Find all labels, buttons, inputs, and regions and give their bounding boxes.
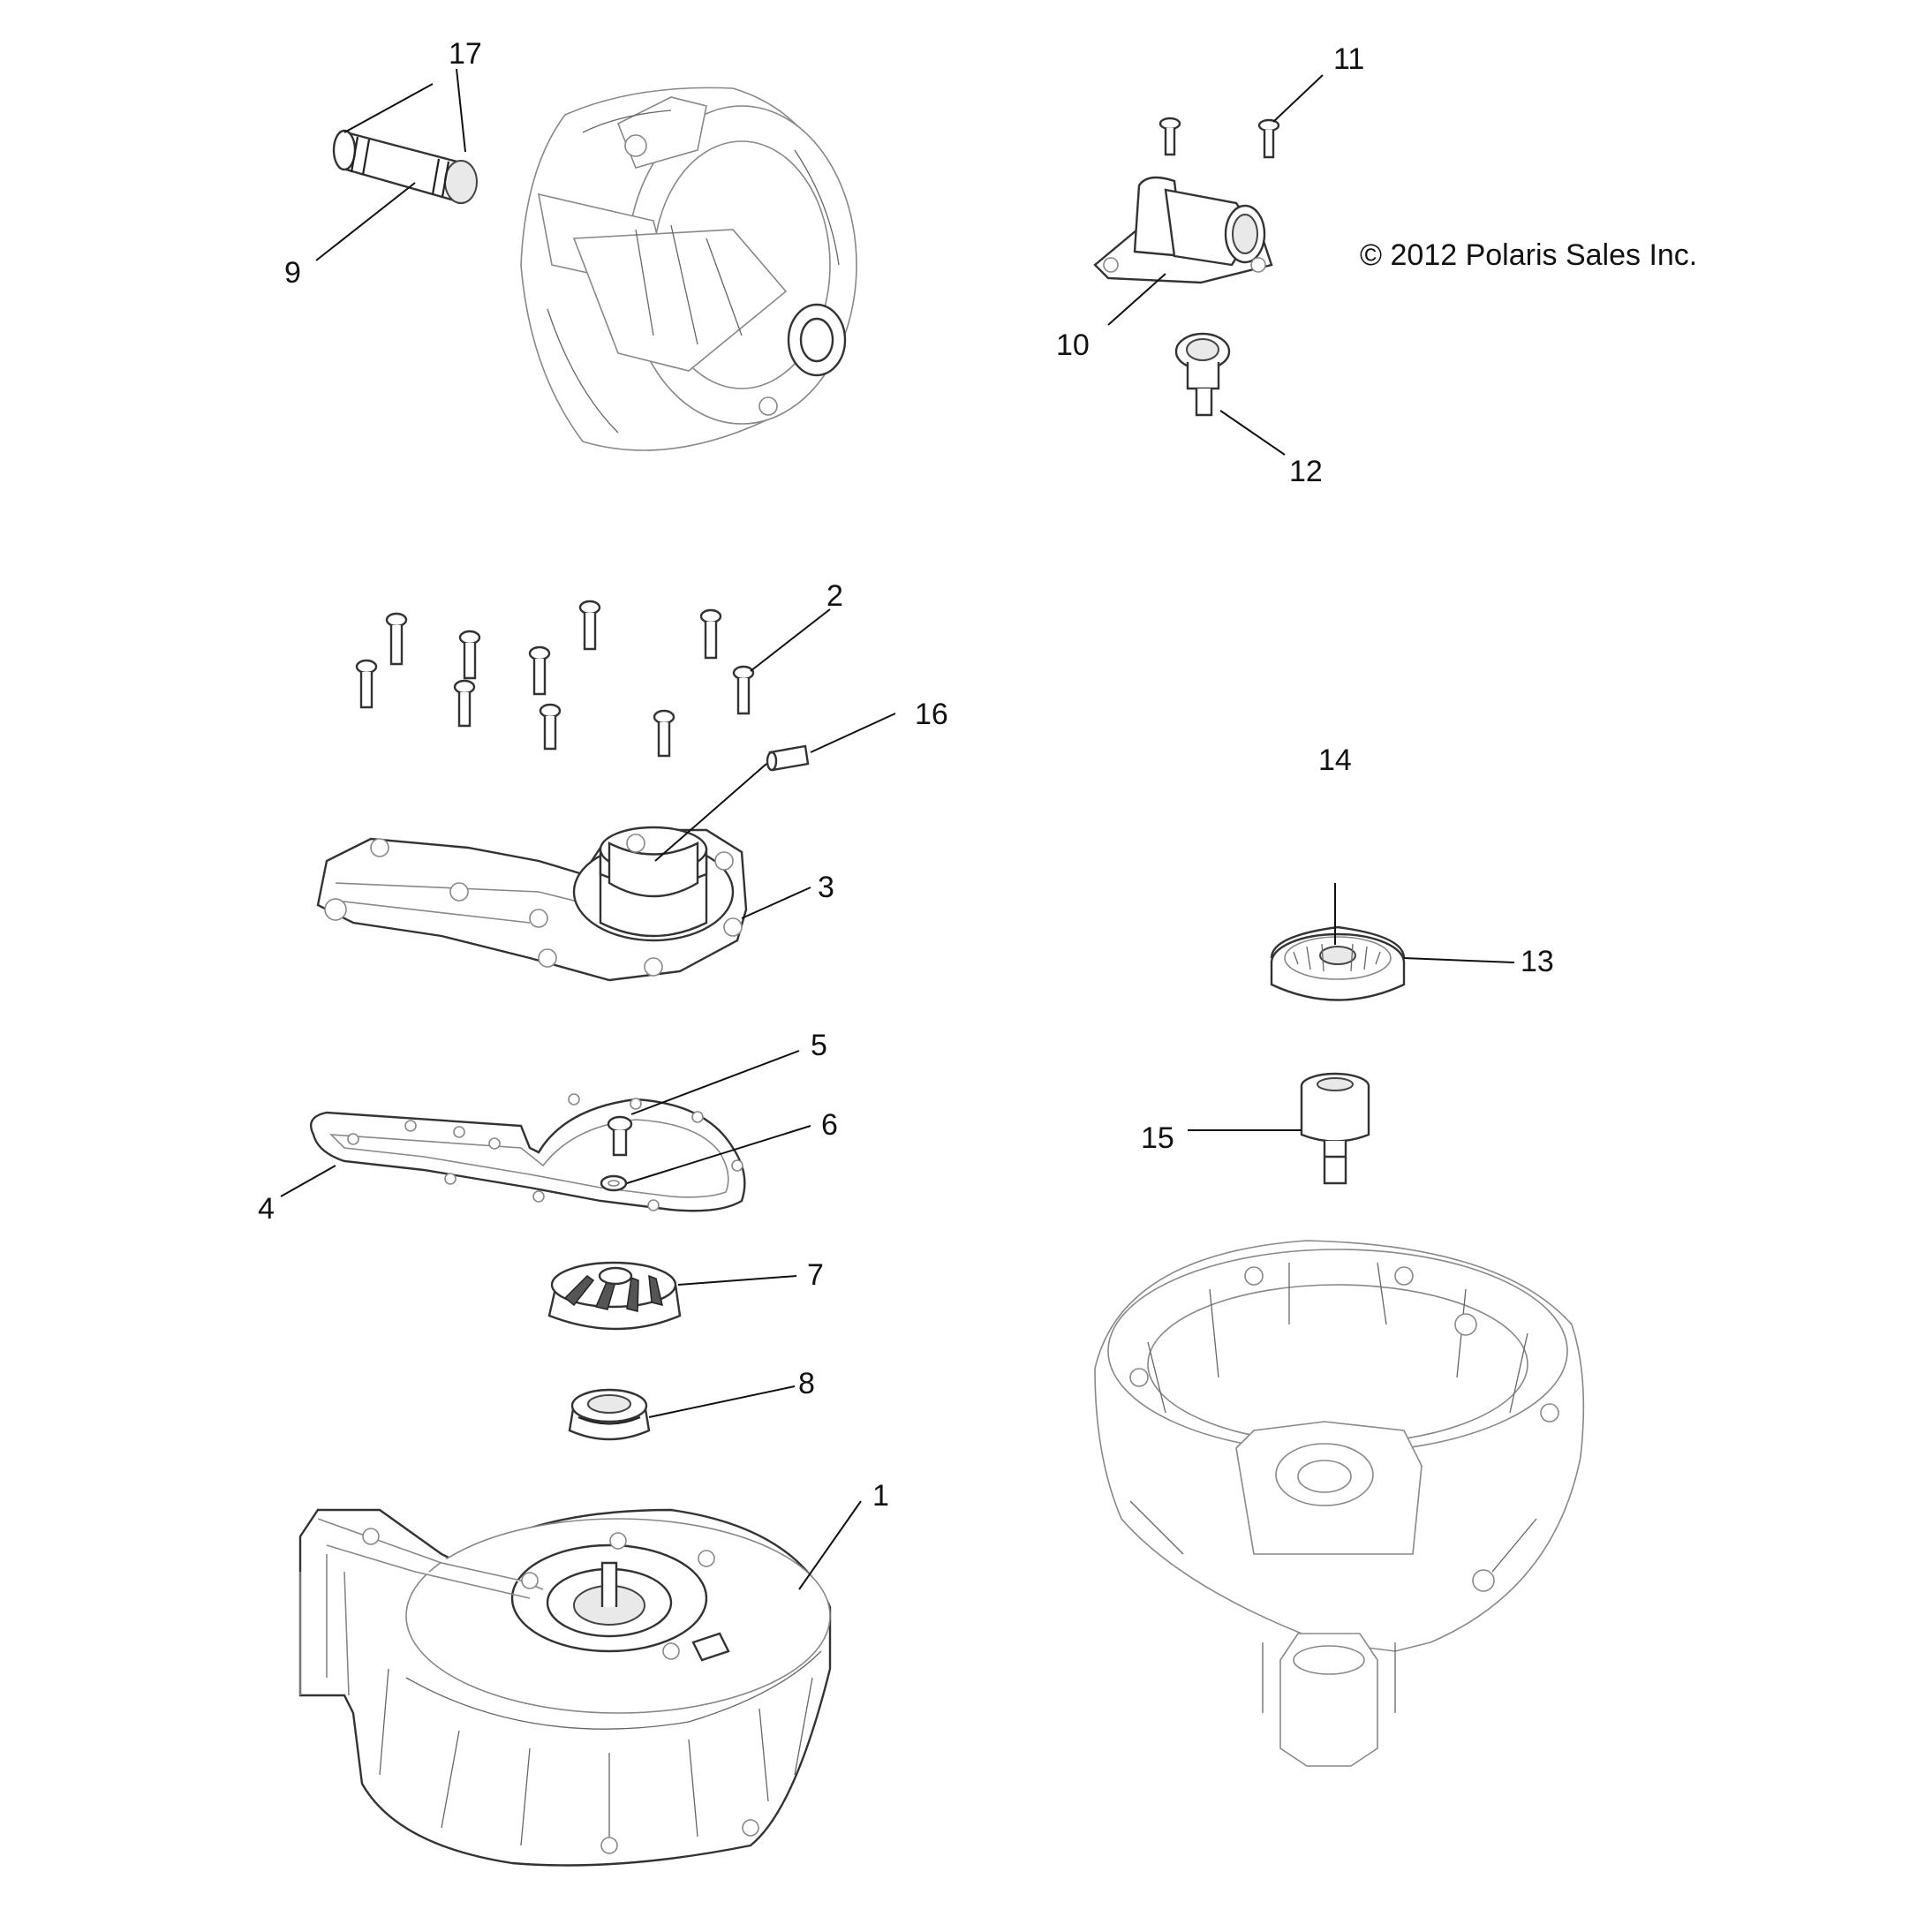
part-3-pump-cover: [316, 826, 748, 982]
part-1-housing: [298, 1508, 832, 1867]
part-2-bolts: [355, 600, 755, 758]
part-13-rotor: [1270, 925, 1406, 1001]
callout-11: 11: [1333, 42, 1364, 76]
callout-14: 14: [1318, 743, 1352, 777]
callout-16: 16: [915, 698, 948, 731]
callout-12: 12: [1289, 455, 1323, 488]
engine-case-bottom: [1094, 1240, 1585, 1767]
callout-13: 13: [1521, 945, 1554, 978]
leader-lines: [280, 68, 1515, 1590]
callout-6: 6: [821, 1108, 838, 1142]
copyright-notice: © 2012 Polaris Sales Inc.: [1360, 238, 1697, 272]
part-16-dowel: [766, 744, 810, 772]
engine-case-top: [520, 87, 857, 451]
callout-10: 10: [1056, 328, 1090, 362]
part-10-thermostat-housing: [1093, 176, 1273, 284]
callout-labels: 17 9 11 10 12 2 16 3 5 6 4 7 8 1 14 13 1…: [258, 37, 1554, 1513]
part-12-thermostat: [1174, 332, 1231, 417]
callout-4: 4: [258, 1192, 275, 1226]
part-11-bolts: [1158, 117, 1280, 159]
callout-1: 1: [872, 1479, 889, 1513]
callout-2: 2: [826, 579, 843, 613]
callout-9: 9: [284, 256, 301, 290]
part-8-seal: [568, 1388, 651, 1441]
callout-17: 17: [449, 37, 482, 71]
part-5-bolt: [607, 1115, 633, 1157]
part-15-shaft: [1300, 1072, 1370, 1185]
callout-15: 15: [1141, 1121, 1174, 1155]
callout-8: 8: [798, 1367, 815, 1400]
part-4-gasket: [309, 1093, 746, 1212]
part-7-impeller: [547, 1261, 682, 1331]
part-6-washer: [600, 1174, 628, 1192]
callout-3: 3: [818, 871, 834, 904]
callout-5: 5: [811, 1029, 827, 1062]
callout-7: 7: [807, 1258, 824, 1292]
part-9-tube: [332, 129, 478, 204]
